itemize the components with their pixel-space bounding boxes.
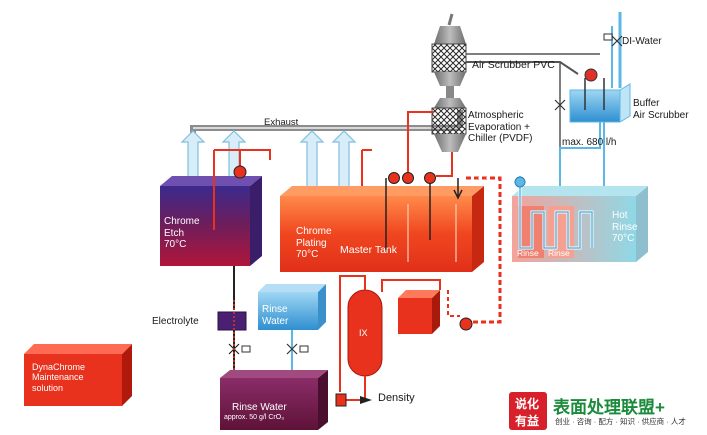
electrolyte-line xyxy=(217,266,251,372)
brand-badge-top: 说化 xyxy=(515,397,540,411)
maintenance-solution-box xyxy=(24,344,132,406)
electrolyte-label: Electrolyte xyxy=(152,316,199,327)
rinse-water-tank-label: Rinse Water xyxy=(232,402,287,413)
rinse-tank-group xyxy=(510,174,648,262)
rinse-water-box-label: Rinse Water xyxy=(262,304,289,327)
rinse-water-concentration: approx. 50 g/l CrO₃ xyxy=(224,414,285,421)
air-scrubber-label: Air Scrubber PVC xyxy=(472,59,555,71)
rinse-label-1: Rinse xyxy=(517,248,539,258)
small-red-tank xyxy=(381,279,460,334)
brand-tagline: 创业 · 咨询 · 配方 · 知识 · 供应商 · 人才 xyxy=(555,417,686,426)
maintenance-solution-label: DynaChrome Maintenance solution xyxy=(32,362,86,393)
buffer-to-rinse-line xyxy=(559,122,605,186)
buffer-air-scrubber-label: Buffer Air Scrubber xyxy=(633,98,689,121)
evaporation-label: Atmospheric Evaporation + Chiller (PVDF) xyxy=(468,110,533,144)
ix-column xyxy=(335,275,383,407)
brand-name: 表面处理联盟+ xyxy=(553,398,665,417)
rinse-water-tank xyxy=(220,370,328,430)
buffer-air-scrubber-tank xyxy=(569,78,631,123)
rinse-water-box xyxy=(258,284,326,372)
central-column xyxy=(431,13,467,152)
max-flow-label: max. 680 l/h xyxy=(562,137,617,148)
scrubber-piping xyxy=(466,53,600,148)
brand-badge: 说化 有益 xyxy=(509,392,547,430)
ix-label: IX xyxy=(359,328,368,338)
density-label: Density xyxy=(378,392,415,404)
di-water-label: DI-Water xyxy=(622,36,662,47)
master-tank-label: Master Tank xyxy=(340,244,397,256)
chrome-plating-label: Chrome Plating 70°C xyxy=(296,226,332,260)
rinse-label-2: Rinse xyxy=(548,248,570,258)
chrome-plating-master-tank xyxy=(280,149,484,272)
exhaust-label: Exhaust xyxy=(264,117,299,128)
evaporator-feed-line xyxy=(407,111,453,178)
brand-watermark: 说化 有益 表面处理联盟+ 创业 · 咨询 · 配方 · 知识 · 供应商 · … xyxy=(509,392,701,430)
recirculation-line xyxy=(459,176,502,331)
brand-badge-bottom: 有益 xyxy=(515,414,540,428)
hot-rinse-label: Hot Rinse 70°C xyxy=(612,210,638,244)
di-water-line xyxy=(603,12,623,88)
chrome-etch-label: Chrome Etch 70°C xyxy=(164,216,200,250)
chrome-etch-tank xyxy=(160,149,271,266)
